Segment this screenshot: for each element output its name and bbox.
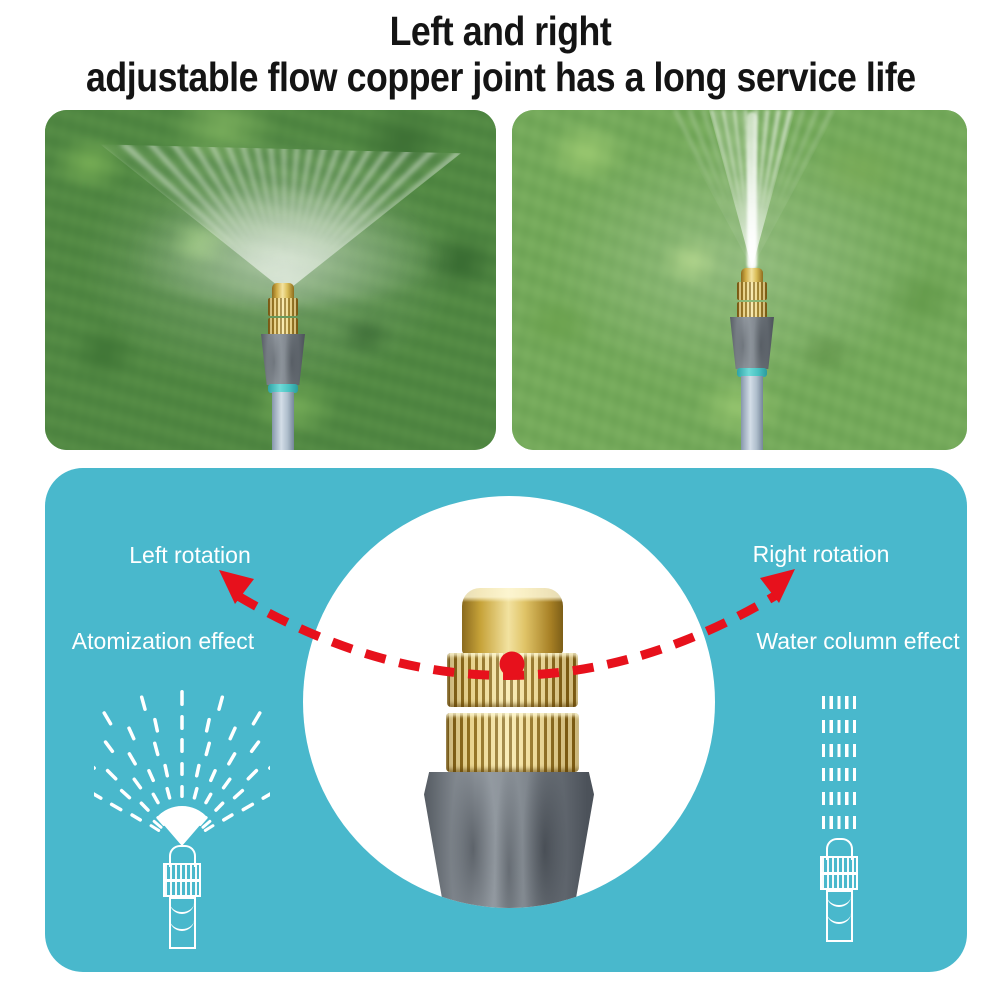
hose [741,376,763,450]
nozzle-knurl-ring [737,282,767,300]
icon-knurl-band [163,863,201,897]
icon-cap [169,845,196,867]
atomization-effect-label: Atomization effect [71,628,255,654]
closeup-knurl-ring-upper [447,653,578,707]
page-title: Left and right adjustable flow copper jo… [0,8,1001,100]
icon-tube [826,890,853,942]
closeup-brass-cap [462,588,563,655]
icon-tube [169,897,196,949]
nozzle-gray-body [261,334,305,385]
icon-tube-seam [170,901,194,914]
water-column-effect-label: Water column effect [756,628,960,654]
water-column-photo [512,110,967,450]
nozzle-closeup-circle [303,496,715,908]
atomization-photo [45,110,496,450]
nozzle-tip [272,283,294,299]
icon-cap [826,838,853,860]
icon-band-line [821,872,857,875]
closeup-knurl-ring-lower [446,713,579,772]
icon-tube-seam [827,911,851,924]
left-rotation-label: Left rotation [129,542,251,568]
mist-fan-glyph [157,806,207,846]
nozzle-knurl-ring [268,298,298,316]
title-line-2: adjustable flow copper joint has a long … [85,54,916,100]
icon-tube-seam [827,894,851,907]
nozzle-knurl-ring [268,318,298,335]
nozzle-teal-ring [268,384,298,393]
icon-band-line [164,879,200,882]
icon-tube-seam [170,918,194,931]
nozzle-tip [741,268,763,283]
hose [272,392,294,450]
jet-core [747,112,757,270]
nozzle-knurl-ring [737,302,767,318]
closeup-gray-body [424,772,594,908]
icon-knurl-band [820,856,858,890]
atomization-spray-icon [94,690,270,846]
water-column-spray-icon [822,696,856,836]
title-line-1: Left and right [389,8,612,54]
nozzle-gray-body [730,317,774,369]
right-rotation-label: Right rotation [752,541,890,567]
nozzle-teal-ring [737,368,767,377]
